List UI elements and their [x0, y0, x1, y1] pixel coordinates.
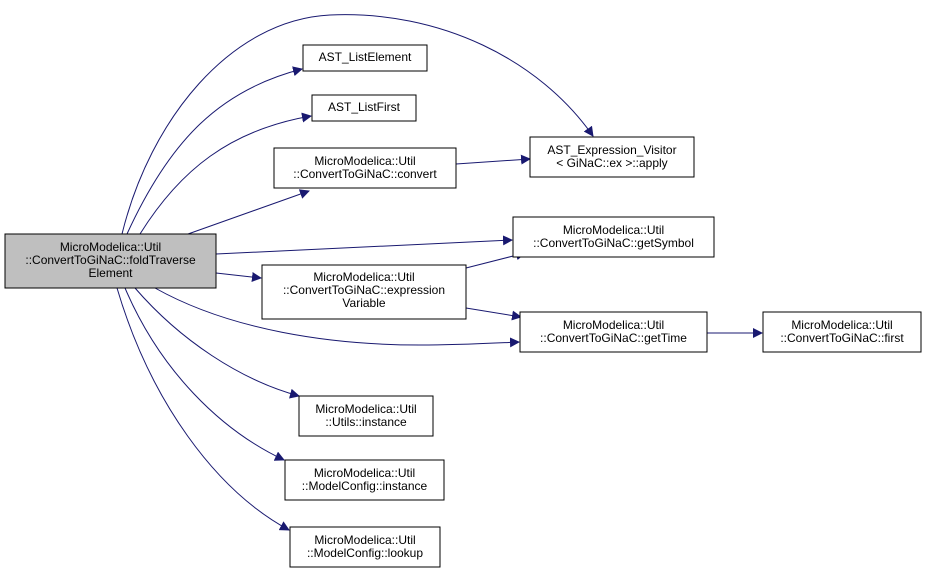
- node-convert[interactable]: MicroModelica::Util ::ConvertToGiNaC::co…: [273, 147, 457, 189]
- node-box: [512, 216, 715, 258]
- node-label-line: MicroModelica::Util: [563, 223, 664, 237]
- node-root[interactable]: MicroModelica::Util ::ConvertToGiNaC::fo…: [4, 233, 217, 289]
- node-apply[interactable]: AST_Expression_Visitor < GiNaC::ex >::ap…: [529, 136, 695, 178]
- node-label-line: ::Utils::instance: [325, 415, 407, 429]
- node-box: [284, 459, 445, 501]
- node-box: [298, 395, 434, 437]
- edge-root-to-apply: [121, 14, 594, 235]
- node-label-line: MicroModelica::Util: [314, 466, 415, 480]
- node-ast-listfirst[interactable]: AST_ListFirst: [311, 94, 417, 122]
- node-box: [311, 94, 417, 122]
- node-box: [529, 136, 695, 178]
- node-label-line: MicroModelica::Util: [314, 533, 415, 547]
- edge-root-to-modelconfig-lookup: [116, 287, 290, 531]
- node-expressionvariable[interactable]: MicroModelica::Util ::ConvertToGiNaC::ex…: [261, 264, 467, 320]
- node-label-line: ::ConvertToGiNaC::convert: [293, 167, 437, 181]
- node-box: [273, 147, 457, 189]
- node-label-line: MicroModelica::Util: [563, 318, 664, 332]
- node-label-line: ::ModelConfig::instance: [302, 479, 428, 493]
- node-label-line: Variable: [342, 296, 385, 310]
- node-box: [261, 264, 467, 320]
- node-box: [519, 311, 708, 353]
- node-box: [762, 311, 922, 353]
- edge-root-to-getsymbol: [215, 235, 513, 255]
- edge-expressionvariable-to-gettime: [465, 307, 522, 321]
- node-box: [302, 44, 428, 72]
- node-box: [4, 233, 217, 289]
- node-label-line: ::ConvertToGiNaC::getTime: [540, 331, 687, 345]
- node-label-line: ::ConvertToGiNaC::first: [780, 331, 904, 345]
- node-utils-instance[interactable]: MicroModelica::Util ::Utils::instance: [298, 395, 434, 437]
- edge-root-to-gettime: [154, 287, 520, 348]
- edge-root-to-ast-listelement: [126, 66, 303, 235]
- edge-root-to-expressionvariable: [215, 272, 262, 282]
- node-label-line: ::ConvertToGiNaC::foldTraverse: [25, 253, 196, 267]
- node-label-line: AST_ListElement: [319, 50, 412, 64]
- edge-root-to-utils-instance: [134, 287, 300, 399]
- edge-root-to-convert: [187, 189, 310, 235]
- node-label-line: ::ConvertToGiNaC::getSymbol: [533, 236, 694, 250]
- edges: [116, 14, 763, 531]
- node-first[interactable]: MicroModelica::Util ::ConvertToGiNaC::fi…: [762, 311, 922, 353]
- node-label-line: MicroModelica::Util: [313, 270, 414, 284]
- nodes: MicroModelica::Util ::ConvertToGiNaC::fo…: [4, 44, 922, 568]
- node-modelconfig-instance[interactable]: MicroModelica::Util ::ModelConfig::insta…: [284, 459, 445, 501]
- node-label-line: ::ConvertToGiNaC::expression: [283, 283, 445, 297]
- node-label-line: Element: [88, 266, 133, 280]
- node-label-line: MicroModelica::Util: [314, 154, 415, 168]
- edge-root-to-ast-listfirst: [139, 112, 312, 235]
- node-label-line: ::ModelConfig::lookup: [307, 546, 423, 560]
- node-ast-listelement[interactable]: AST_ListElement: [302, 44, 428, 72]
- node-label-line: MicroModelica::Util: [315, 402, 416, 416]
- edge-root-to-modelconfig-instance: [124, 287, 285, 461]
- node-box: [289, 526, 441, 568]
- node-label-line: < GiNaC::ex >::apply: [556, 156, 667, 170]
- edge-convert-to-apply: [455, 154, 531, 165]
- node-modelconfig-lookup[interactable]: MicroModelica::Util ::ModelConfig::looku…: [289, 526, 441, 568]
- node-label-line: MicroModelica::Util: [791, 318, 892, 332]
- node-label-line: AST_Expression_Visitor: [547, 143, 676, 157]
- node-getsymbol[interactable]: MicroModelica::Util ::ConvertToGiNaC::ge…: [512, 216, 715, 258]
- node-label-line: AST_ListFirst: [328, 100, 401, 114]
- node-gettime[interactable]: MicroModelica::Util ::ConvertToGiNaC::ge…: [519, 311, 708, 353]
- node-label-line: MicroModelica::Util: [60, 240, 161, 254]
